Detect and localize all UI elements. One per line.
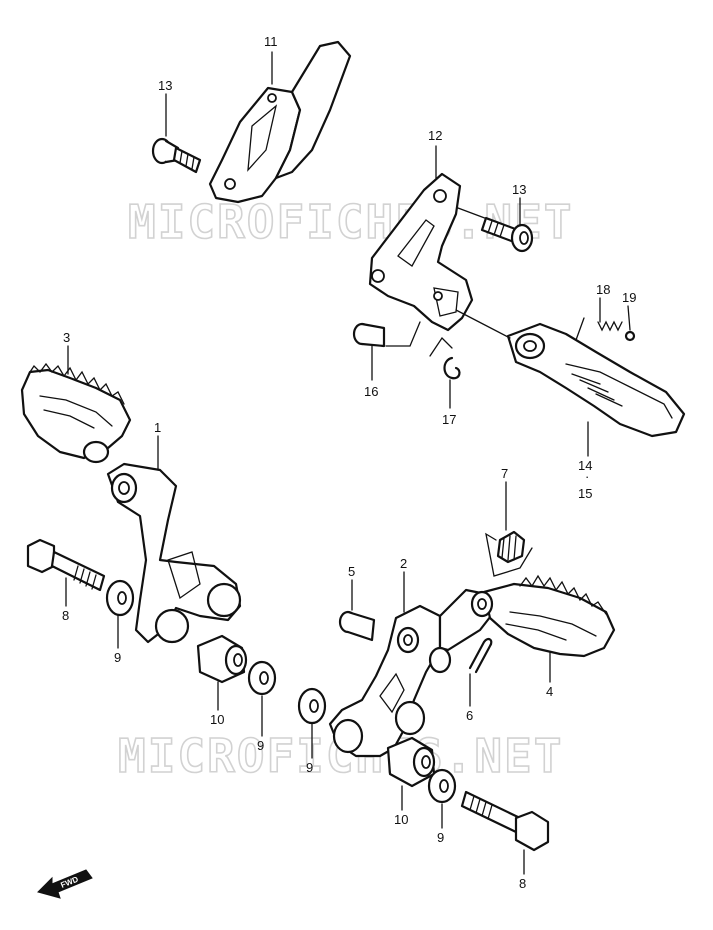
part-3-footpeg-left[interactable] [20,362,132,464]
label-14: 14 [578,458,592,473]
part-9-washer-left-a[interactable] [105,579,135,617]
part-10-bushing-left[interactable] [196,634,248,684]
leader-17 [429,336,453,357]
label-8-left: 8 [62,608,69,623]
part-9-washer-left-b[interactable] [247,660,277,696]
label-15: 15 [578,486,592,501]
part-4-footpeg-right[interactable] [470,574,616,658]
part-12-footrest-bracket[interactable] [368,172,474,332]
label-9-right-a: 9 [306,760,313,775]
part-16-pin[interactable] [352,322,386,348]
label-9-left-a: 9 [114,650,121,665]
part-1-footrest-bracket-left[interactable] [106,462,242,644]
label-5: 5 [348,564,355,579]
label-13-top-left: 13 [158,78,172,93]
part-13-bolt-top-right[interactable] [480,216,534,253]
label-3: 3 [63,330,70,345]
label-2: 2 [400,556,407,571]
label-17: 17 [442,412,456,427]
part-7-spring[interactable] [485,530,533,577]
label-9-right-b: 9 [437,830,444,845]
label-separator-dot: · [585,469,589,484]
part-9-washer-right-a[interactable] [297,687,327,725]
label-18: 18 [596,282,610,297]
part-17-clip[interactable] [443,356,461,380]
label-6: 6 [466,708,473,723]
part-8-bolt-right[interactable] [460,790,550,852]
part-6-cotter-pin[interactable] [468,637,493,674]
label-13-top-right: 13 [512,182,526,197]
label-11: 11 [264,34,278,49]
watermark-top: MICROFICHES.NET [128,195,573,249]
part-11-bracket-plate[interactable] [208,40,352,204]
part-19-ball[interactable] [624,330,636,342]
leader-14-to-bracket [455,309,511,339]
label-10-right: 10 [394,812,408,827]
leader-16 [385,321,421,347]
leader-18 [575,317,585,341]
label-10-left: 10 [210,712,224,727]
part-18-spring[interactable] [597,320,623,332]
label-9-left-b: 9 [257,738,264,753]
part-13-bolt-top-left[interactable] [151,137,202,174]
part-10-bushing-right[interactable] [386,736,436,788]
part-8-bolt-left[interactable] [26,538,106,592]
label-16: 16 [364,384,378,399]
fwd-arrow-icon: FWD [37,869,93,899]
part-number-labels: 11 13 12 13 18 19 16 17 14 · 15 3 1 8 9 … [62,34,636,891]
leader-lines [65,51,631,875]
leader-13-top-right [457,207,491,221]
label-1: 1 [154,420,161,435]
label-12: 12 [428,128,442,143]
label-8-right: 8 [519,876,526,891]
label-7: 7 [501,466,508,481]
part-9-washer-right-b[interactable] [427,768,457,804]
part-5-pin[interactable] [338,610,376,642]
label-19: 19 [622,290,636,305]
label-4: 4 [546,684,553,699]
part-14-15-pillion-footrest[interactable] [506,322,686,438]
